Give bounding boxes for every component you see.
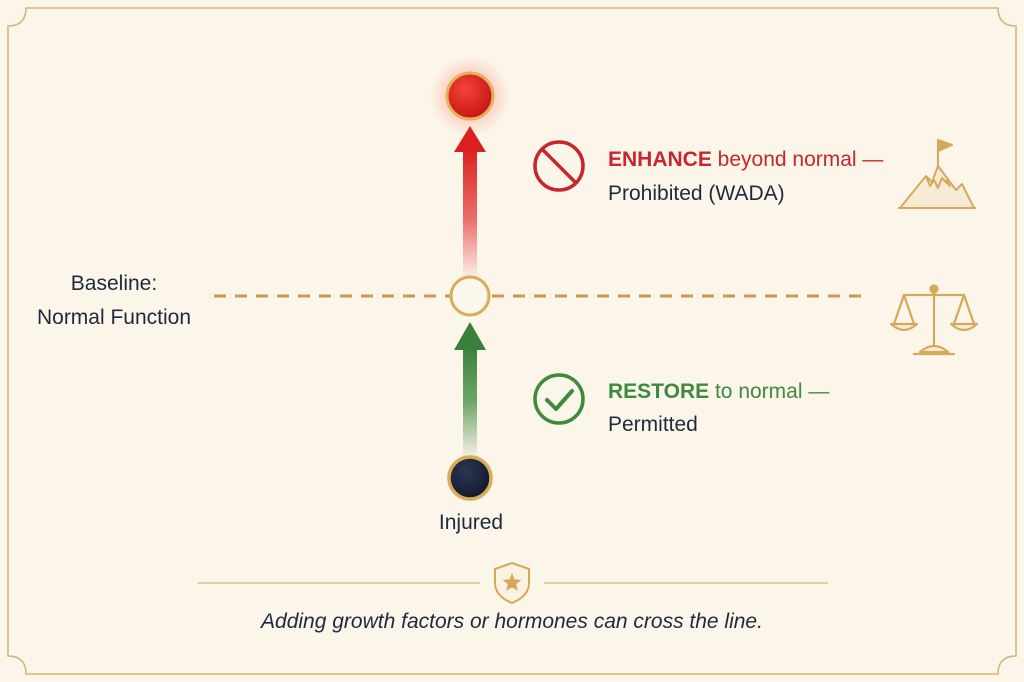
- enhance-heading-rest: beyond normal —: [711, 148, 884, 171]
- enhance-status: Prohibited (WADA): [608, 182, 785, 205]
- shield-star-icon: [494, 561, 530, 605]
- decorative-frame: [7, 7, 1017, 675]
- enhance-arrow: [454, 126, 486, 276]
- restore-keyword: RESTORE: [608, 380, 710, 403]
- injured-node: [447, 455, 493, 501]
- baseline-label-line1: Baseline:: [70, 272, 158, 295]
- balance-scale-icon: [889, 284, 979, 356]
- restore-heading-rest: to normal —: [709, 380, 830, 403]
- mountain-flag-icon: [898, 139, 976, 209]
- restore-arrow: [454, 322, 486, 456]
- footer-note: Adding growth factors or hormones can cr…: [261, 610, 763, 633]
- baseline-node: [449, 275, 491, 317]
- restore-heading: RESTORE to normal —: [608, 377, 829, 407]
- enhance-heading: ENHANCE beyond normal —: [608, 145, 883, 175]
- enhanced-node: [430, 56, 510, 136]
- restore-status: Permitted: [608, 413, 698, 436]
- injured-label: Injured: [438, 511, 504, 534]
- prohibited-icon: [533, 140, 585, 192]
- enhance-keyword: ENHANCE: [608, 148, 712, 171]
- baseline-label-line2: Normal Function: [36, 306, 192, 329]
- check-circle-icon: [533, 373, 585, 425]
